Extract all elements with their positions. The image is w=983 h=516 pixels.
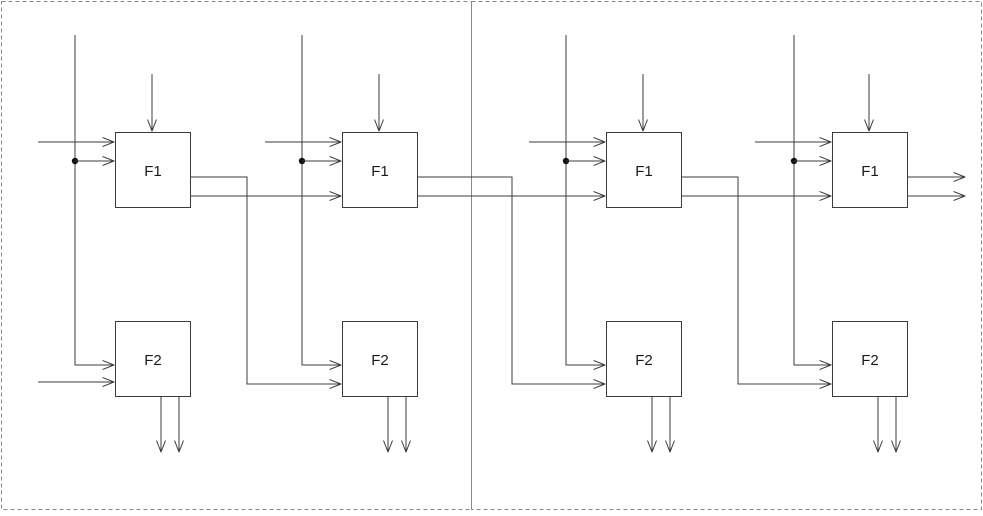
right-partition-frame	[471, 1, 982, 510]
unit-2-f2-block: F2	[342, 321, 418, 397]
unit-2-f1-block: F1	[342, 132, 418, 208]
unit-4-f1-block: F1	[832, 132, 908, 208]
chain-f1-to-f2-2	[418, 176, 605, 384]
unit-4-f2-block-label: F2	[861, 352, 879, 369]
unit-3-f1-block-label: F1	[635, 163, 653, 180]
wires	[38, 35, 965, 452]
unit-4-vertical-input	[793, 35, 831, 365]
unit-1-f2-block-label: F2	[144, 352, 162, 369]
unit-4-f1-block-label: F1	[861, 163, 879, 180]
unit-1-f1-block: F1	[115, 132, 191, 208]
unit-2-f2-block-label: F2	[371, 352, 389, 369]
unit-1-f2-block: F2	[115, 321, 191, 397]
unit-1-vertical-input	[74, 35, 114, 365]
unit-1-f1-block-label: F1	[144, 163, 162, 180]
chain-f1-to-f2-3	[682, 176, 831, 384]
left-partition-frame	[1, 1, 472, 510]
unit-3-f1-block: F1	[606, 132, 682, 208]
unit-3-f2-block: F2	[606, 321, 682, 397]
unit-4-f2-block: F2	[832, 321, 908, 397]
chain-f1-to-f2-1	[191, 176, 341, 384]
unit-2-vertical-input	[301, 35, 341, 365]
unit-3-vertical-input	[565, 35, 605, 365]
unit-3-f2-block-label: F2	[635, 352, 653, 369]
unit-2-f1-block-label: F1	[371, 163, 389, 180]
